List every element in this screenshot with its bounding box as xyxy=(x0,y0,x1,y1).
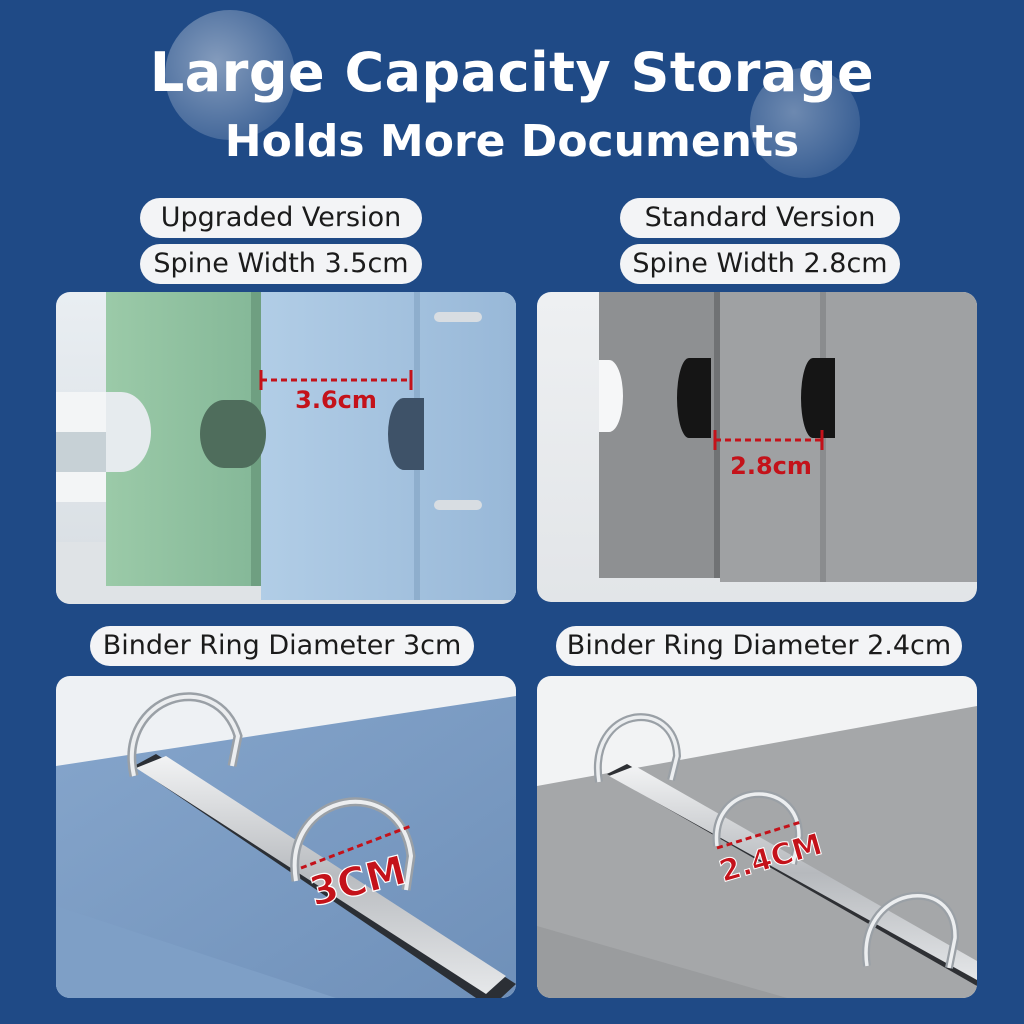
background-bubble-left xyxy=(165,10,295,140)
upgraded-ring-photo: 3CM xyxy=(56,676,516,998)
standard-version-label: Standard Version xyxy=(620,198,900,238)
standard-ring-diameter-label: Binder Ring Diameter 2.4cm xyxy=(556,626,962,666)
upgraded-spine-measurement: 3.6cm xyxy=(295,386,377,414)
upgraded-ring-diameter-label: Binder Ring Diameter 3cm xyxy=(90,626,474,666)
upgraded-version-label: Upgraded Version xyxy=(140,198,422,238)
upgraded-spine-photo: 3.6cm xyxy=(56,292,516,604)
background-bubble-right xyxy=(750,68,860,178)
upgraded-spine-width-label: Spine Width 3.5cm xyxy=(140,244,422,284)
standard-spine-measurement: 2.8cm xyxy=(730,452,812,480)
standard-spine-photo: 2.8cm xyxy=(537,292,977,602)
page-subtitle: Holds More Documents xyxy=(224,116,800,167)
standard-spine-width-label: Spine Width 2.8cm xyxy=(620,244,900,284)
page-title: Large Capacity Storage xyxy=(149,41,875,104)
standard-ring-photo: 2.4CM xyxy=(537,676,977,998)
